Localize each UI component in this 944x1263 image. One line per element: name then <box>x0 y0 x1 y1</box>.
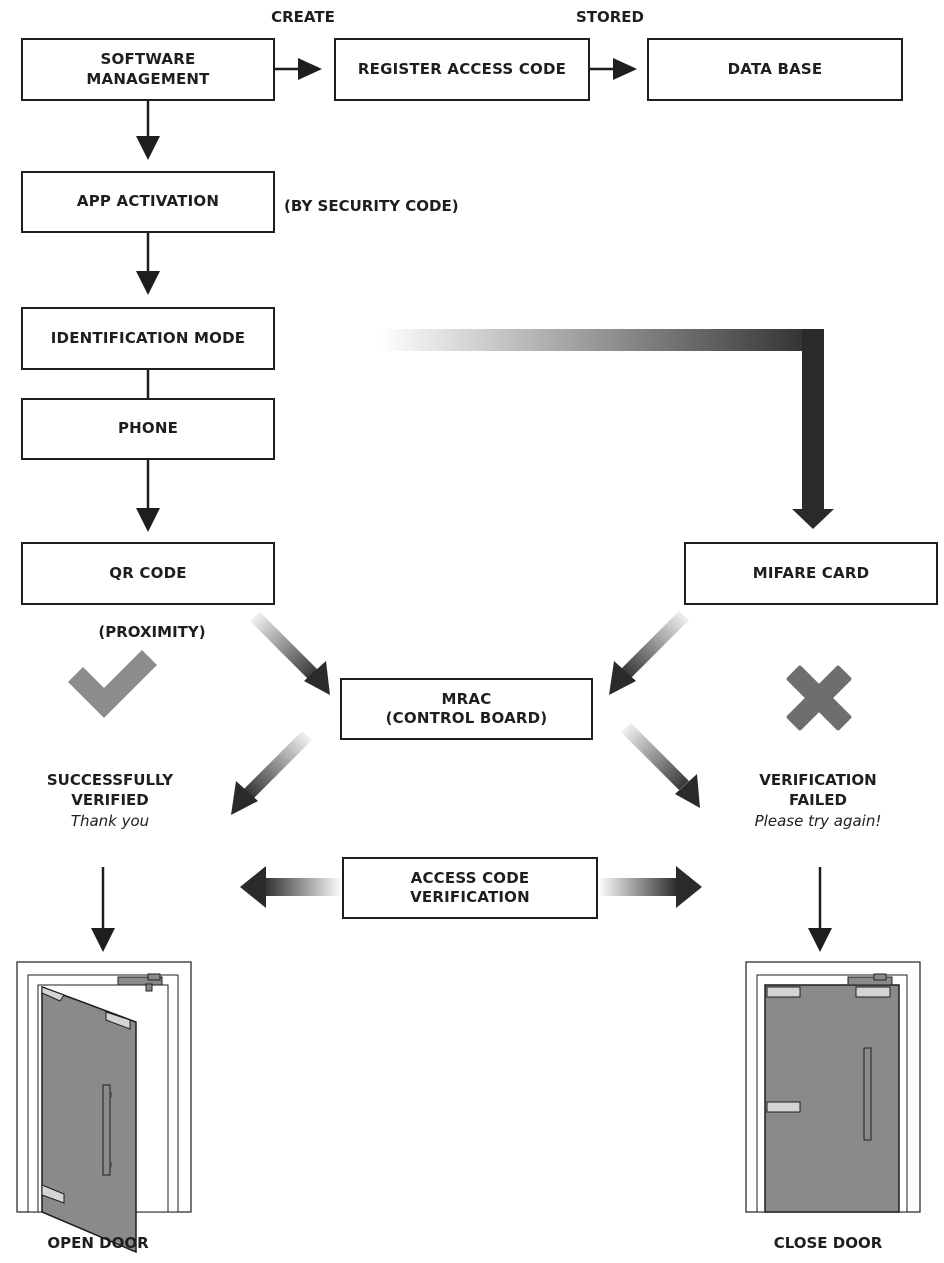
register-access-code-box: REGISTER ACCESS CODE <box>334 38 590 101</box>
failure-note: Please try again! <box>754 811 882 830</box>
success-note: Thank you <box>70 811 150 830</box>
access-code-verification-line1: ACCESS CODE <box>410 868 530 887</box>
arrow-software-to-register <box>275 58 322 80</box>
failure-title-line2: FAILED <box>789 791 847 810</box>
by-security-code-label: (BY SECURITY CODE) <box>284 197 459 215</box>
failure-title-line1: VERIFICATION <box>759 771 877 789</box>
arrow-register-to-database <box>590 58 637 80</box>
data-base-box: DATA BASE <box>647 38 903 101</box>
access-code-verification-box: ACCESS CODE VERIFICATION <box>342 857 598 919</box>
failure-status: VERIFICATION FAILED Please try again! <box>718 770 918 831</box>
close-door-label: CLOSE DOOR <box>773 1234 883 1252</box>
success-status: SUCCESSFULLY VERIFIED Thank you <box>10 770 210 831</box>
mrac-box: MRAC (CONTROL BOARD) <box>340 678 593 740</box>
arrow-verification-right <box>598 866 702 908</box>
create-label: CREATE <box>271 8 335 26</box>
identification-mode-box: IDENTIFICATION MODE <box>21 307 275 370</box>
mrac-line1: MRAC <box>441 689 492 708</box>
arrow-phone-to-qr <box>136 460 160 532</box>
mrac-line2: (CONTROL BOARD) <box>385 709 548 727</box>
stored-label: STORED <box>575 8 645 26</box>
mifare-card-box: MIFARE CARD <box>684 542 938 605</box>
software-management-line2: MANAGEMENT <box>86 69 210 88</box>
arrow-identification-to-mifare <box>380 329 834 529</box>
open-door-label: OPEN DOOR <box>47 1234 149 1252</box>
phone-box: PHONE <box>21 398 275 460</box>
success-title-line1: SUCCESSFULLY <box>46 771 174 789</box>
app-activation-box: APP ACTIVATION <box>21 171 275 233</box>
access-code-verification-line2: VERIFICATION <box>410 888 530 906</box>
arrow-app-to-identification <box>136 232 160 295</box>
arrow-mrac-to-success <box>231 731 312 815</box>
cross-icon <box>786 665 852 731</box>
arrow-failure-to-close-door <box>808 867 832 952</box>
open-door-illustration <box>16 961 192 1254</box>
arrow-verification-left <box>240 866 342 908</box>
check-icon <box>68 650 157 718</box>
arrow-software-to-app <box>136 100 160 160</box>
proximity-label: (PROXIMITY) <box>98 623 206 641</box>
arrow-mifare-to-mrac <box>609 611 689 695</box>
arrow-success-to-open-door <box>91 867 115 952</box>
software-management-line1: SOFTWARE <box>100 50 196 68</box>
qr-code-box: QR CODE <box>21 542 275 605</box>
arrow-qr-to-mrac <box>250 612 330 695</box>
arrow-mrac-to-failure <box>621 723 700 808</box>
success-title-line2: VERIFIED <box>71 791 149 810</box>
close-door-illustration <box>745 961 921 1213</box>
software-management-box: SOFTWARE MANAGEMENT <box>21 38 275 101</box>
